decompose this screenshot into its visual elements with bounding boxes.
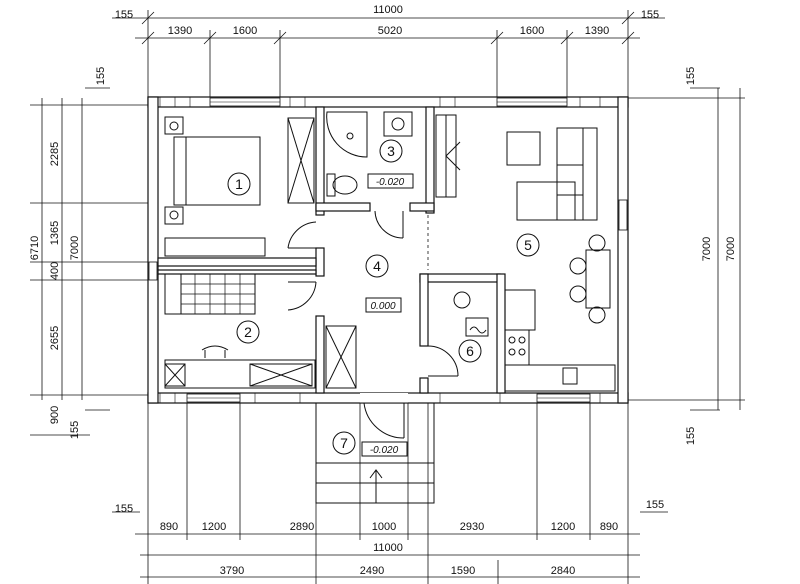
left-overall-a: 6710: [29, 236, 41, 260]
bottom-left-edge-label: 155: [115, 503, 133, 515]
right-overall-a: 7000: [701, 237, 713, 261]
left-seg-1: 2285: [49, 142, 61, 166]
top-right-edge-label: 155: [641, 9, 659, 21]
bottom-right-edge-label: 155: [646, 499, 664, 511]
top-seg-1: 1390: [168, 25, 192, 37]
level-hall: 0.000: [370, 301, 395, 312]
bottom-overall-label: 11000: [373, 542, 403, 554]
top-seg-2: 1600: [233, 25, 257, 37]
top-overall-label: 11000: [373, 4, 403, 16]
bottom-outer-seg-3: 1590: [451, 565, 475, 577]
room-number-2: 2: [244, 324, 252, 340]
right-bottom-edge: 155: [685, 427, 697, 445]
dimension-labels: 11000 155 155 1390 1600 5020 1600 1390 1…: [29, 4, 737, 577]
top-seg-3: 5020: [378, 25, 402, 37]
top-seg-5: 1390: [585, 25, 609, 37]
room-number-4: 4: [373, 258, 381, 274]
right-top-edge: 155: [685, 67, 697, 85]
left-seg-5: 900: [49, 406, 61, 424]
doors: [287, 210, 459, 439]
room-number-7: 7: [340, 435, 348, 451]
left-seg-2: 1365: [49, 221, 61, 245]
bottom-seg-2: 1200: [202, 521, 226, 533]
room-number-1: 1: [235, 176, 243, 192]
room-number-5: 5: [524, 237, 532, 253]
dimension-lines: [30, 10, 745, 584]
left-seg-4: 2655: [49, 326, 61, 350]
left-top-edge: 155: [95, 67, 107, 85]
bottom-seg-3: 2890: [290, 521, 314, 533]
room-number-3: 3: [387, 143, 395, 159]
walls: [147, 96, 629, 404]
bottom-outer-seg-1: 3790: [220, 565, 244, 577]
bottom-outer-seg-4: 2840: [551, 565, 575, 577]
level-bathroom: -0.020: [376, 177, 405, 188]
left-overall-b: 7000: [69, 236, 81, 260]
top-seg-4: 1600: [520, 25, 544, 37]
bottom-seg-1: 890: [160, 521, 178, 533]
room-number-6: 6: [466, 343, 474, 359]
level-porch: -0.020: [370, 445, 399, 456]
top-left-edge-label: 155: [115, 9, 133, 21]
bottom-seg-5: 2930: [460, 521, 484, 533]
bottom-outer-seg-2: 2490: [360, 565, 384, 577]
right-overall-b: 7000: [725, 237, 737, 261]
left-seg-3: 400: [49, 262, 61, 280]
left-bottom-edge: 155: [69, 421, 81, 439]
room-markers: 1 2 3 4 5 6 7: [227, 139, 540, 455]
furniture: [164, 111, 616, 504]
bottom-seg-4: 1000: [372, 521, 396, 533]
bottom-seg-7: 890: [600, 521, 618, 533]
bottom-seg-6: 1200: [551, 521, 575, 533]
level-marks: -0.020 0.000 -0.020: [361, 173, 414, 457]
